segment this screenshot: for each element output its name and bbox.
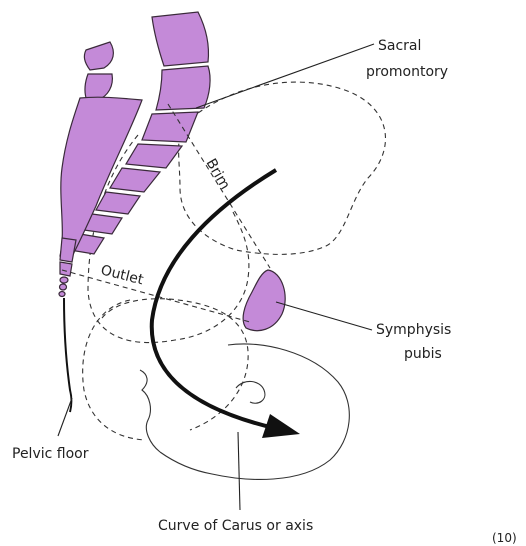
pelvic-floor-leader — [58, 398, 72, 436]
outlet-label: Outlet — [99, 262, 145, 288]
curve-of-carus-label: Curve of Carus or axis — [158, 518, 313, 534]
coccyx-segment-2 — [60, 262, 72, 276]
coccyx-tip-3 — [59, 292, 65, 297]
iliac-wing-middle — [85, 74, 112, 100]
sacral-promontory-label-line2: promontory — [366, 64, 448, 80]
symphysis-leader — [276, 302, 372, 330]
ear-outline — [236, 381, 265, 403]
coccyx-tip-2 — [60, 284, 67, 290]
head-solid-outline — [160, 344, 349, 480]
curve-of-carus-leader — [238, 432, 240, 510]
iliac-wing-upper — [84, 42, 113, 70]
coccyx-tip-1 — [60, 277, 68, 283]
symphysis-pubis-shape — [243, 270, 285, 331]
coccyx-segment-1 — [60, 238, 76, 262]
vertebra-4 — [126, 144, 182, 168]
pelvic-floor-label: Pelvic floor — [12, 446, 89, 462]
curve-of-carus-arrowhead — [262, 414, 300, 438]
figure-number-label: (10) — [492, 531, 517, 545]
sacrum-vertebrae — [59, 12, 210, 297]
fetal-head-dashed-outline — [102, 299, 248, 430]
vertebra-5 — [110, 168, 160, 192]
lower-pelvis-dashed-outline — [83, 300, 145, 440]
pelvic-cavity-outlines — [83, 82, 386, 440]
vertebra-2 — [156, 66, 210, 110]
brim-label: Brim — [203, 156, 233, 192]
face-profile-outline — [140, 370, 160, 452]
soft-tissue-outlines — [140, 344, 349, 480]
vertebra-3 — [142, 112, 198, 142]
sacral-promontory-leader — [196, 44, 374, 108]
vertebra-1 — [152, 12, 209, 66]
pelvic-floor-line — [64, 298, 72, 412]
vertebra-6 — [96, 192, 140, 214]
symphysis-label-line1: Symphysis — [376, 322, 451, 338]
sacral-promontory-label-line1: Sacral — [378, 38, 421, 54]
symphysis-label-line2: pubis — [404, 346, 442, 362]
